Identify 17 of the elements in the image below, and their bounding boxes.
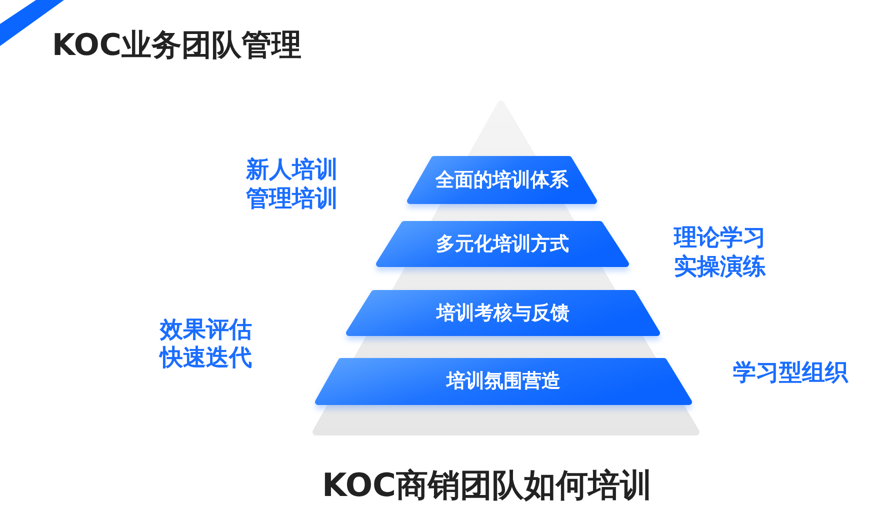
side-label: 效果评估 [160, 317, 252, 345]
pyramid-tier [346, 290, 660, 336]
tier-label: 培训考核与反馈 [436, 302, 570, 324]
title: KOC业务团队管理 [52, 28, 302, 64]
caption: KOC商销团队如何培训 [322, 466, 652, 504]
side-label: 新人培训 [246, 157, 338, 185]
side-label: 理论学习 [674, 225, 766, 253]
tier-label: 全面的培训体系 [436, 168, 568, 192]
side-label: 实操演练 [674, 254, 766, 282]
side-label: 管理培训 [246, 186, 338, 214]
side-label: 学习型组织 [733, 360, 848, 388]
tier-label: 多元化培训方式 [436, 232, 569, 256]
pyramid-tier [407, 156, 597, 204]
side-label: 快速迭代 [160, 345, 252, 373]
pyramid-tier [315, 358, 692, 405]
tier-label: 培训氛围营造 [446, 370, 560, 393]
pyramid-tier [376, 221, 629, 267]
